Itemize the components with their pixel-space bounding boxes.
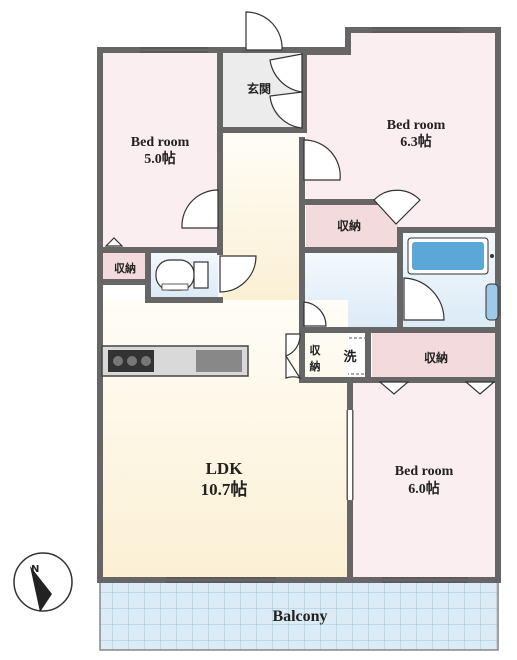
bedroom-se-name: Bed room bbox=[395, 464, 454, 479]
washbasin-icon bbox=[485, 283, 499, 321]
bathtub-icon bbox=[407, 237, 494, 275]
compass-icon: N bbox=[13, 552, 73, 612]
storage-ne-label: 収納 bbox=[337, 218, 361, 233]
storage-w-area bbox=[102, 252, 146, 280]
bedroom-ne-alcove bbox=[350, 30, 496, 52]
entrance-label: 玄関 bbox=[247, 81, 271, 96]
bedroom-se-area bbox=[352, 382, 498, 578]
ldk-area bbox=[102, 300, 348, 578]
toilet-icon bbox=[155, 259, 209, 291]
bedroom-nw-name: Bed room bbox=[131, 135, 190, 150]
storage-mid-label-top: 収 bbox=[310, 344, 322, 357]
bedroom-se-size: 6.0帖 bbox=[408, 480, 440, 497]
balcony bbox=[99, 581, 499, 651]
doors bbox=[104, 11, 496, 395]
bedroom-ne-size: 6.3帖 bbox=[400, 133, 432, 150]
compass-label: N bbox=[31, 564, 39, 575]
storage-se-area bbox=[372, 332, 498, 378]
washer-label: 洗 bbox=[343, 349, 356, 365]
ldk-name: LDK bbox=[206, 459, 244, 478]
storage-se-label: 収納 bbox=[424, 350, 448, 365]
storage-mid-label-bottom: 納 bbox=[310, 359, 321, 373]
bedroom-ne-name: Bed room bbox=[387, 118, 446, 133]
storage-ne-area bbox=[306, 204, 398, 248]
ldk-size: 10.7帖 bbox=[201, 479, 248, 499]
bedroom-nw-size: 5.0帖 bbox=[144, 150, 176, 167]
walls bbox=[97, 27, 501, 583]
kitchen-counter-icon bbox=[101, 345, 249, 377]
balcony-label: Balcony bbox=[272, 608, 327, 625]
storage-w-label: 収納 bbox=[114, 261, 136, 275]
